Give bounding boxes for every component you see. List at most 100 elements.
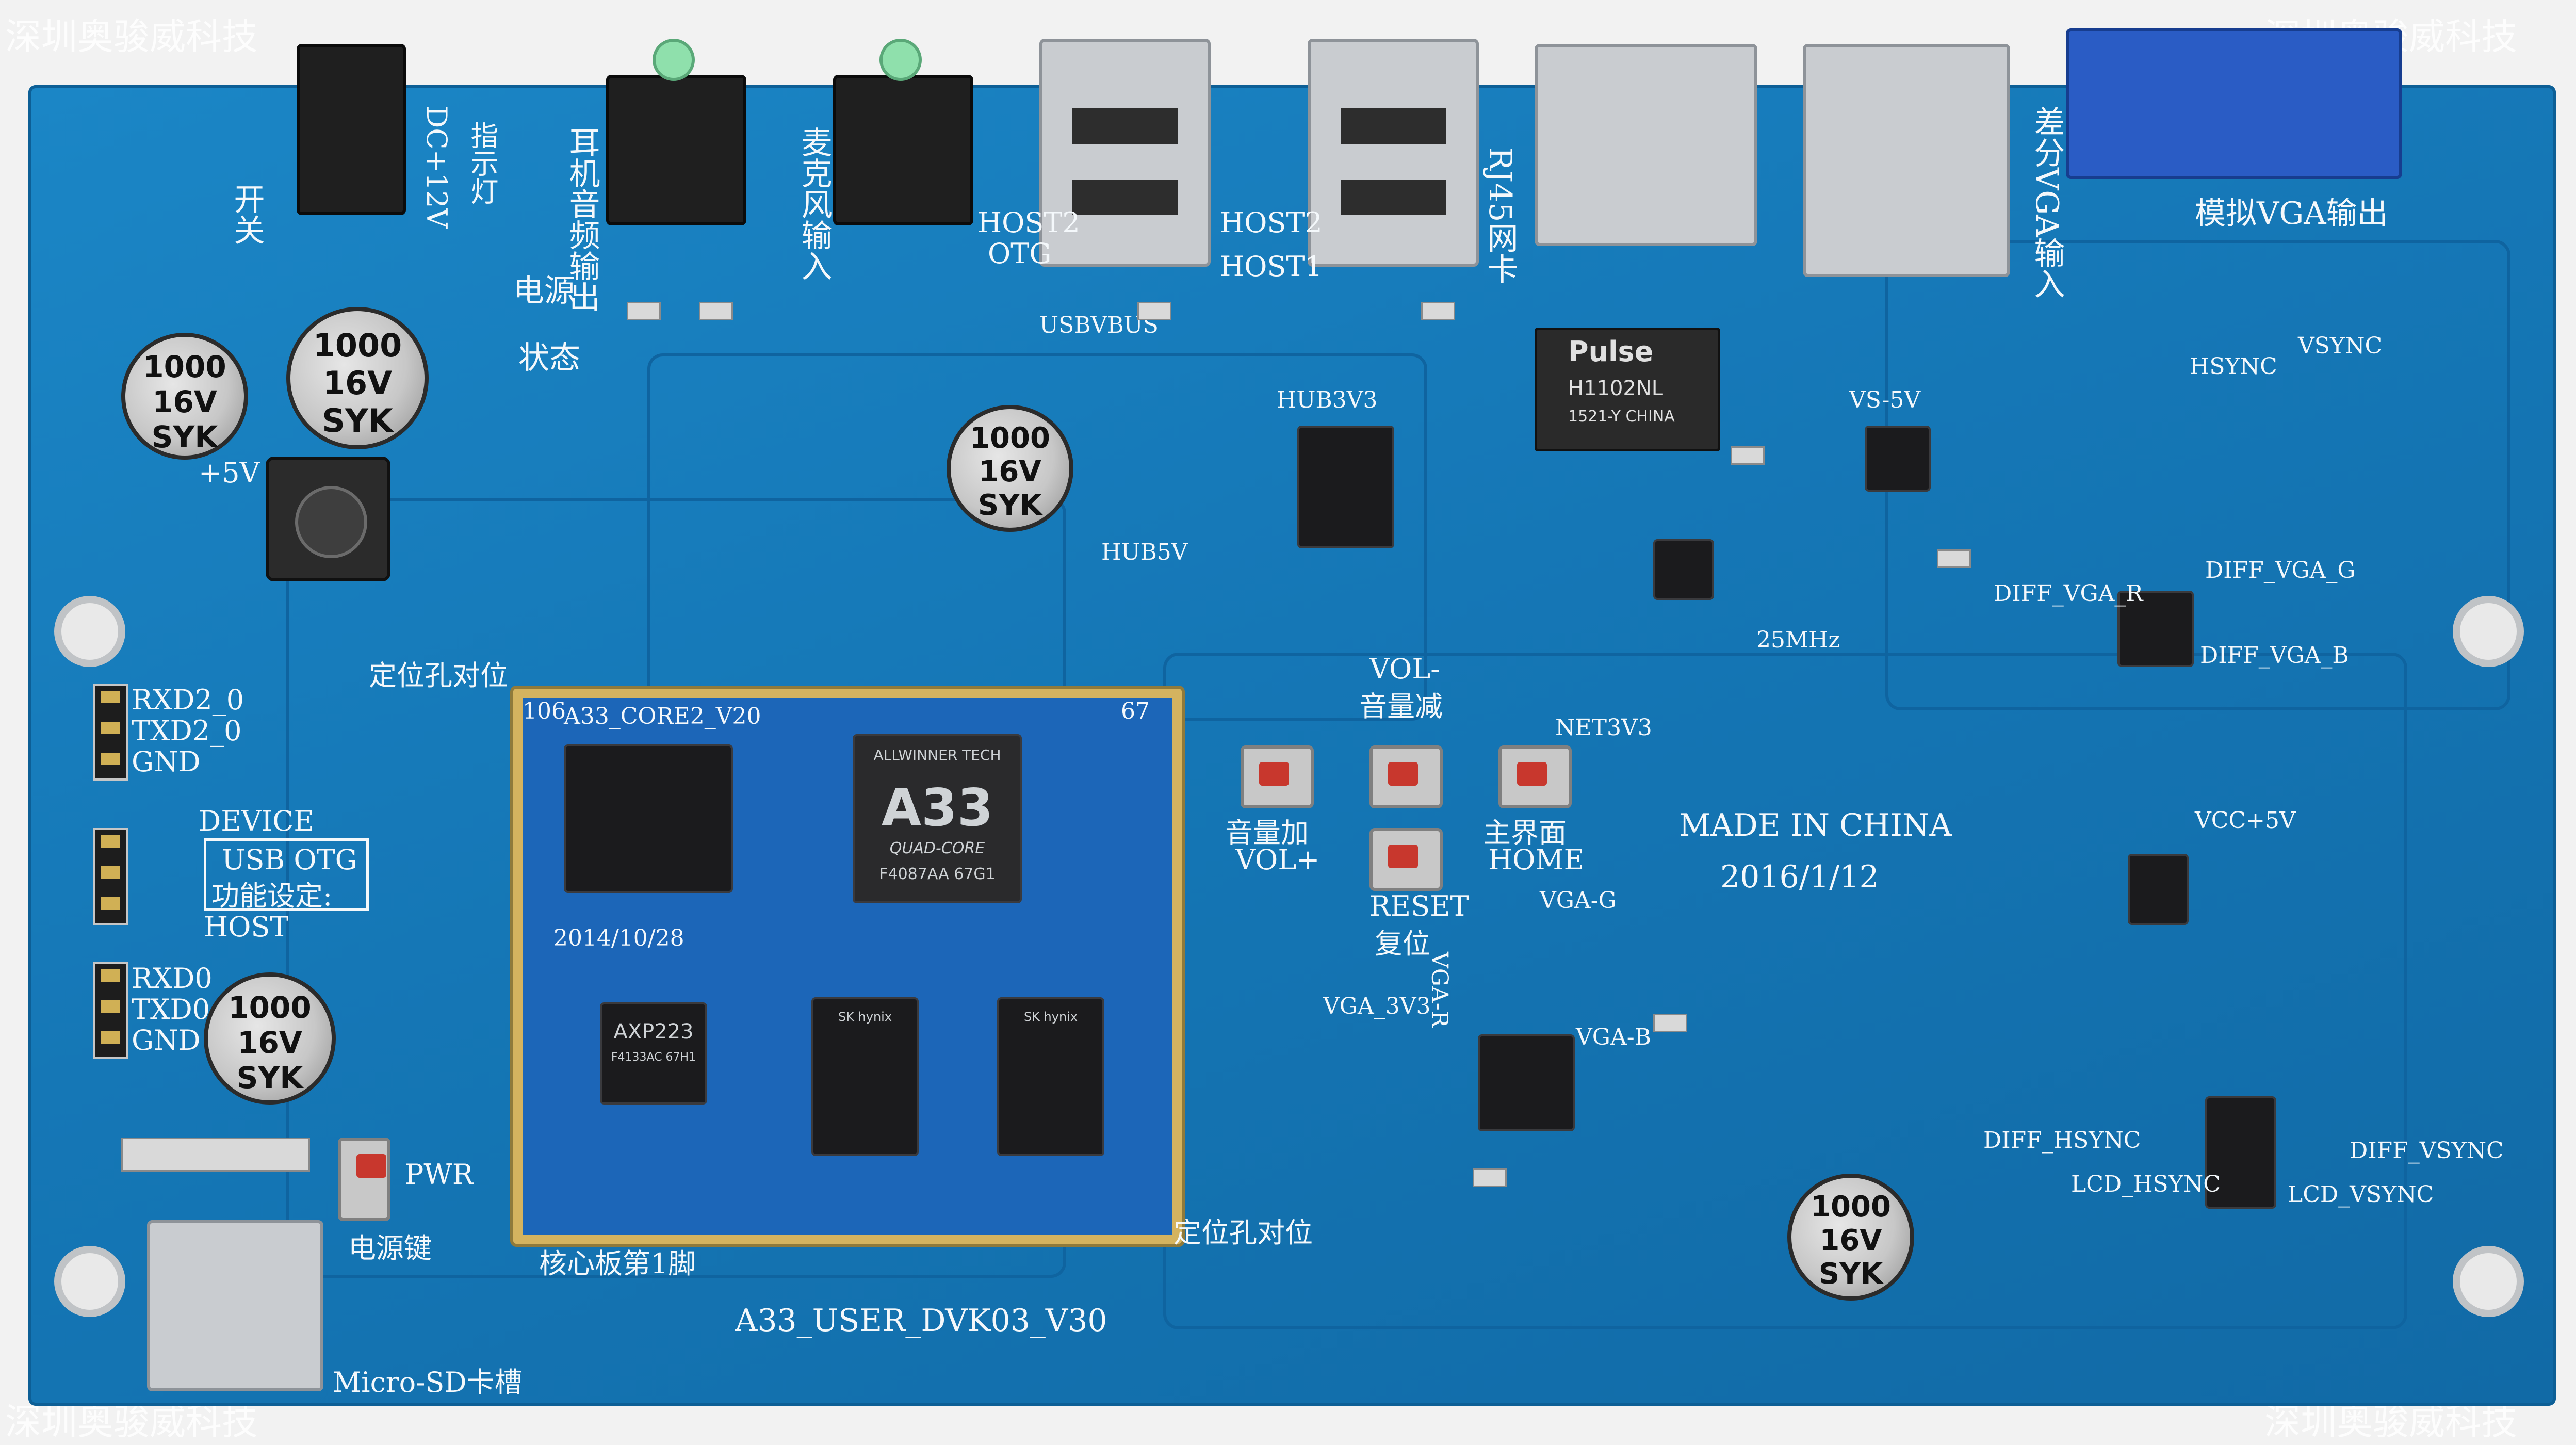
diff-vga-input-port[interactable]	[1803, 44, 2010, 277]
home-button[interactable]	[1498, 745, 1572, 808]
label-diff-vsync: DIFF_VSYNC	[2350, 1138, 2504, 1164]
otg-select-header[interactable]	[93, 828, 128, 925]
trace	[1885, 240, 2510, 710]
label-align-hole-1: 定位孔对位	[369, 659, 508, 692]
label-diff-vga-r: DIFF_VGA_R	[1994, 580, 2143, 607]
label-switch: 开关	[229, 183, 265, 245]
mic-in-jack[interactable]	[833, 75, 973, 225]
core-pin-left: 106	[523, 698, 566, 724]
microsd-slot[interactable]	[147, 1220, 323, 1391]
uart0-header[interactable]	[93, 962, 128, 1059]
label-power-key: 电源键	[348, 1232, 432, 1264]
watermark-bottom-right: 深圳奥骏威科技	[2264, 1401, 2517, 1443]
cpu-code: F4087AA 67G1	[879, 865, 996, 883]
label-host1: HOST1	[1220, 250, 1323, 283]
label-rxd0: RXD0	[132, 962, 213, 995]
pmic-code: F4133AC 67H1	[611, 1051, 696, 1064]
usb-hub-ic	[1297, 426, 1394, 548]
smd-component	[627, 302, 661, 320]
ethernet-transformer: Pulse H1102NL 1521-Y CHINA	[1535, 328, 1720, 451]
smd-component	[1473, 1168, 1507, 1187]
vol-plus-button[interactable]	[1241, 745, 1314, 808]
label-diff-hsync: DIFF_HSYNC	[1983, 1127, 2141, 1154]
smd-component	[1137, 302, 1171, 320]
pcb-board: DC+12V 指示灯 开关 耳机音频输出 麦克风输入 HOST2 OTG HOS…	[28, 28, 2556, 1406]
pulse-model: H1102NL	[1568, 377, 1664, 400]
vga-output-port[interactable]	[2066, 28, 2402, 179]
vcc-ic	[2128, 854, 2189, 925]
sync-buffer-ic	[2205, 1096, 2276, 1209]
label-dc-power: DC+12V	[420, 106, 453, 229]
label-gnd: GND	[132, 1024, 201, 1057]
label-power-led: 指示灯	[466, 121, 498, 205]
label-vol-plus: VOL+	[1235, 843, 1320, 876]
uart2-header[interactable]	[93, 684, 128, 781]
smd-component	[699, 302, 733, 320]
smd-component	[1731, 446, 1765, 465]
label-audio-out: 耳机音频输出	[564, 126, 600, 312]
reset-button[interactable]	[1369, 828, 1443, 891]
label-vol-plus-cn: 音量加	[1225, 817, 1309, 849]
mounting-hole	[54, 1246, 125, 1317]
label-power: 电源	[513, 273, 575, 309]
label-host: HOST	[204, 911, 289, 943]
a33-core-board: A33_CORE2_V20 106 67 2014/10/28 ALLWINNE…	[513, 689, 1182, 1244]
label-rj45: RJ45网卡	[1482, 147, 1518, 284]
vga-receiver-ic	[1865, 426, 1931, 492]
usb-port-host2-otg[interactable]	[1039, 39, 1211, 267]
axp223-pmic: AXP223 F4133AC 67H1	[600, 1002, 707, 1105]
label-rxd2: RXD2_0	[132, 684, 244, 716]
tp-hsync: HSYNC	[2190, 353, 2277, 380]
label-vga-r: VGA-R	[1426, 952, 1453, 1028]
rj45-port[interactable]	[1535, 44, 1757, 246]
mounting-hole	[54, 596, 125, 667]
mic-jack-ring	[879, 39, 922, 81]
otg-setting-box: USB OTG 功能设定:	[204, 838, 369, 912]
cpu-model: A33	[881, 777, 993, 838]
label-align-hole-2: 定位孔对位	[1173, 1216, 1313, 1249]
cpu-sub: QUAD-CORE	[889, 839, 985, 857]
dc-jack[interactable]	[297, 44, 406, 215]
label-mic-in: 麦克风输入	[796, 126, 832, 281]
audio-out-jack[interactable]	[606, 75, 746, 225]
label-analog-vga-out: 模拟VGA输出	[2195, 196, 2388, 232]
power-button[interactable]	[338, 1138, 390, 1221]
otg-box-line2: 功能设定:	[211, 880, 333, 912]
pulse-brand: Pulse	[1568, 335, 1654, 368]
ram-brand: SK hynix	[838, 1010, 892, 1024]
otg-box-line1: USB OTG	[222, 843, 357, 876]
label-home: HOME	[1488, 843, 1585, 876]
smd-component	[1937, 549, 1971, 568]
label-txd2: TXD2_0	[132, 715, 242, 747]
label-diff-vga-in: 差分VGA输入	[2029, 106, 2065, 299]
pulse-code: 1521-Y CHINA	[1568, 408, 1675, 426]
core-board-date: 2014/10/28	[553, 925, 684, 951]
label-crystal-25mhz: 25MHz	[1756, 627, 1840, 653]
usb-port-host1-host2[interactable]	[1308, 39, 1479, 267]
vol-minus-button[interactable]	[1369, 745, 1443, 808]
label-board-date: 2016/1/12	[1720, 859, 1879, 895]
label-reset-cn: 复位	[1375, 928, 1430, 960]
smd-component	[121, 1138, 310, 1172]
label-vga-b: VGA-B	[1576, 1024, 1651, 1050]
trace	[1163, 653, 2407, 1329]
ethernet-ic	[1653, 539, 1714, 600]
smd-component	[1421, 302, 1455, 320]
label-board-name: A33_USER_DVK03_V30	[735, 1303, 1107, 1339]
label-reset: RESET	[1369, 890, 1469, 922]
tp-hub3v3: HUB3V3	[1277, 387, 1378, 413]
vga-encoder-ic	[1478, 1034, 1575, 1131]
mounting-hole	[2453, 596, 2524, 667]
label-lcd-hsync: LCD_HSYNC	[2071, 1171, 2221, 1197]
emmc-chip	[564, 744, 733, 893]
label-vga-3v3: VGA_3V3	[1323, 993, 1431, 1019]
label-lcd-vsync: LCD_VSYNC	[2288, 1181, 2434, 1208]
label-txd0: TXD0	[132, 993, 210, 1026]
label-microsd: Micro-SD卡槽	[333, 1366, 523, 1399]
label-host2: HOST2	[1220, 206, 1323, 239]
ram-brand: SK hynix	[1023, 1010, 1078, 1024]
